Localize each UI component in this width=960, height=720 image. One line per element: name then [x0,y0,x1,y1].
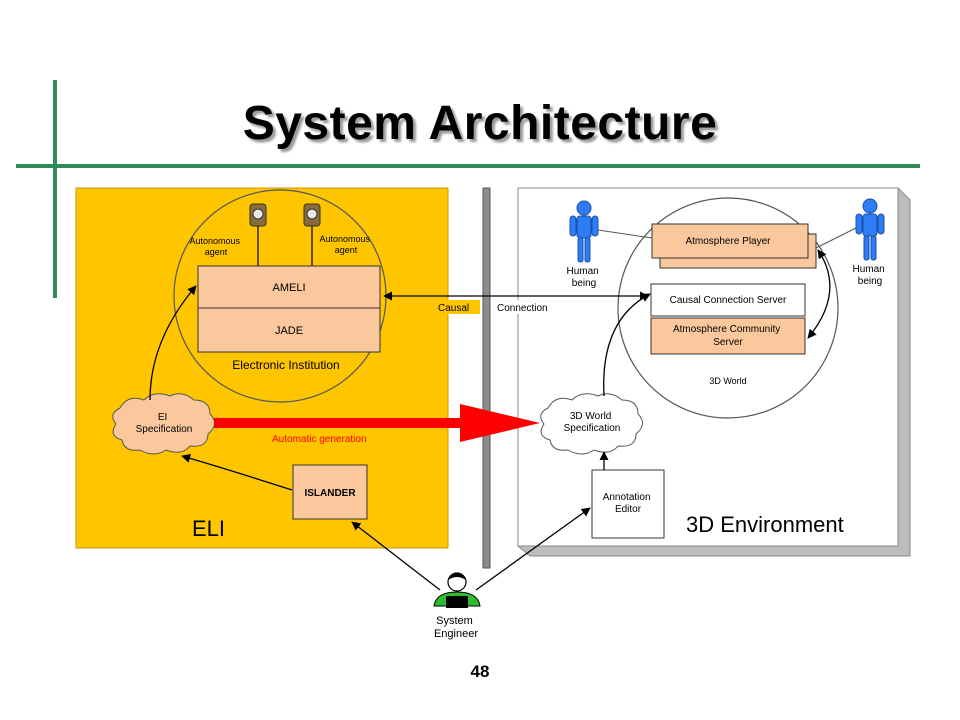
islander-to-ei-arrow [181,453,293,491]
human-right-icon [855,198,885,261]
annotation-editor-label: Annotation Editor [603,492,654,515]
causal-label: Causal [438,303,469,314]
env-panel-label: 3D Environment [686,512,844,537]
automatic-generation-label: Automatic generation [272,434,367,445]
ameli-label: AMELI [272,282,305,294]
atmosphere-player-label: Atmosphere Player [685,236,771,247]
autonomous-agent-right-label: Autonomous agent [319,234,372,255]
panel-divider [482,187,491,569]
world-specification-label: 3D World Specification [564,411,621,434]
atmosphere-player-box [651,223,809,259]
world-3d-label: 3D World [709,376,746,386]
ameli-box [197,265,381,309]
eli-panel [75,187,449,549]
human-left-label: Human being [566,266,601,289]
human-right-label: Human being [852,264,887,287]
autonomous-agent-left-label: Autonomous agent [189,236,242,257]
annotation-editor-box [591,469,665,539]
world-3d-circle [617,197,839,419]
system-engineer-icon [433,572,481,608]
connection-label: Connection [497,303,548,314]
community-server-label: Atmosphere Community Server [673,324,783,348]
automatic-generation-head [460,404,540,442]
eli-label: ELI [192,516,225,541]
electronic-institution-label: Electronic Institution [232,358,339,372]
human-left-icon [569,200,599,263]
causal-connection-server-label: Causal Connection Server [670,295,787,306]
jade-box [197,307,381,353]
islander-box [292,464,368,520]
agent-icon [303,203,321,227]
ei-specification-label: EI Specification [136,412,193,435]
ei-to-institution-arrow [149,285,197,401]
slide-title: System Architecture [242,97,718,150]
engineer-to-annotation-arrow [475,507,591,591]
player-community-arrow [807,249,831,339]
community-server-box [650,317,806,355]
page-number: 48 [470,662,490,681]
world-specification-cloud [540,393,643,455]
worldspec-to-world-arrow [603,293,651,397]
causal-connection-server-box [650,283,806,317]
system-engineer-label: System Engineer [434,615,478,640]
islander-label: ISLANDER [304,488,356,499]
ei-specification-cloud [112,393,215,455]
agent-icon [249,203,267,227]
engineer-to-islander-arrow [351,521,441,591]
automatic-generation-shaft [214,418,462,428]
jade-label: JADE [275,325,303,337]
